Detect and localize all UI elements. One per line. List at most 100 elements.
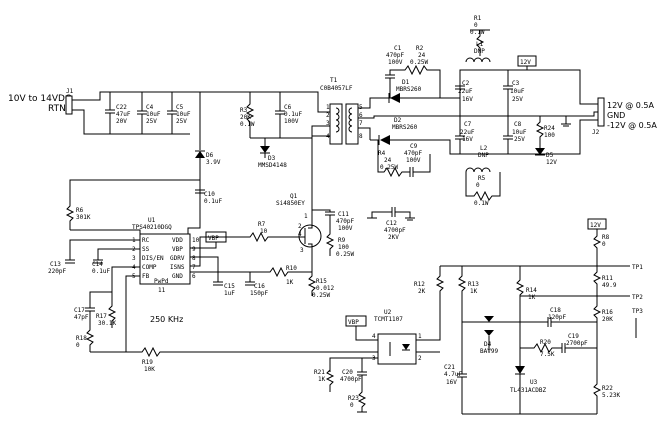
r4-rating: 0.25W [380, 164, 398, 171]
r2-value: 24 [418, 52, 426, 59]
wire [190, 256, 219, 282]
neg-out-wire [390, 119, 598, 155]
c3-value: 10uF [510, 88, 525, 95]
c16-ref: C16 [254, 283, 265, 290]
u1-pin-label: COMP [142, 264, 157, 271]
u2-part: TCMT1107 [374, 316, 403, 323]
vin-wire [72, 91, 330, 113]
wire [355, 326, 378, 341]
r3-value: 20K [240, 114, 251, 121]
rail-12v-right-label: 12V [590, 222, 601, 229]
c8-ref: C8 [514, 121, 522, 128]
c12-isolation: C12 4700pF 2KV [367, 207, 415, 241]
c1-value: 470pF [386, 52, 404, 59]
r24-value: 100 [544, 132, 555, 139]
d5-value: 12V [546, 159, 557, 166]
u2-pin: 4 [372, 333, 376, 340]
d6-ref: D6 [206, 152, 214, 159]
t1-primary [329, 103, 343, 145]
r23-value: 0 [350, 402, 354, 409]
t1-primary-coil [335, 107, 340, 133]
c22-value: 47uF [116, 111, 131, 118]
d6-diode [195, 151, 205, 158]
c9-value: 470pF [404, 150, 422, 157]
r2-ref: R2 [416, 45, 424, 52]
r8-resistor [593, 229, 602, 262]
t1-pin: 3 [326, 120, 330, 127]
q1-pin: 3 [300, 247, 304, 254]
c4-ref: C4 [146, 104, 154, 111]
c19-ref: C19 [568, 333, 579, 340]
q1-pin: 1 [304, 213, 308, 220]
r19-ref: R19 [142, 359, 153, 366]
d5-diode [535, 148, 545, 155]
r3-ref: R3 [240, 107, 248, 114]
d3-part: MMSD4148 [258, 162, 287, 169]
t1-pin: 2 [326, 112, 330, 119]
r21-ref: R21 [314, 369, 325, 376]
r17-value: 30.1K [98, 320, 116, 327]
r24-ref: R24 [544, 125, 555, 132]
r14-ref: R14 [526, 287, 537, 294]
u2-pin: 2 [418, 355, 422, 362]
u3-regulator [515, 366, 525, 374]
c5-rating: 25V [176, 118, 187, 125]
t1-pin: 6 [359, 112, 363, 119]
r10-value: 1K [286, 279, 294, 286]
compensation-section: C13 220pF C14 0.1uF C17 47pF R17 30.1K R… [48, 239, 440, 373]
r24-resistor [535, 116, 545, 142]
r19-resistor [126, 346, 440, 358]
u1-part: TPS40210DGQ [132, 224, 172, 231]
c9-rating: 100V [406, 157, 421, 164]
d1-diode [390, 93, 400, 103]
c2-value: 22uF [458, 88, 473, 95]
wire [329, 357, 378, 372]
d4-diode-a [484, 316, 494, 322]
c13-ref: C13 [50, 261, 61, 268]
r13-resistor [457, 266, 467, 368]
r20-ref: R20 [540, 339, 551, 346]
u3-ref: U3 [530, 379, 538, 386]
r22-value: 5.23K [602, 392, 620, 399]
u1-pin-label: GDRV [170, 255, 185, 262]
wire [520, 320, 549, 323]
r10-resistor [190, 266, 312, 278]
out-neg12v-label: -12V @ 0.5A [607, 121, 657, 130]
r7-resistor [190, 231, 300, 267]
r5-ref: R5 [478, 175, 486, 182]
r15-ref: R15 [316, 278, 327, 285]
c7-value: 22uF [460, 129, 475, 136]
j2-ref: J2 [592, 129, 600, 136]
c12-value: 4700pF [384, 227, 406, 234]
c5-ref: C5 [176, 104, 184, 111]
wire [395, 211, 411, 218]
out-gnd-label: GND [607, 111, 625, 120]
r17-ref: R17 [96, 313, 107, 320]
wire [371, 211, 392, 218]
vbp-tag-2-label: VBP [348, 319, 359, 326]
secondary-positive: 12V C1 470pF 100V R2 24 0.25W D1 MBRS260… [358, 15, 598, 116]
t1-pin: 7 [359, 120, 363, 127]
r17-resistor [107, 292, 117, 328]
c2-ref: C2 [462, 80, 470, 87]
u1-ref: U1 [148, 217, 156, 224]
vbp-tag-label: VBP [208, 235, 219, 242]
r21-value: 1K [318, 376, 326, 383]
wire [69, 239, 140, 260]
c18-value: 120pF [548, 314, 566, 321]
d3-ref: D3 [268, 155, 276, 162]
r10-ref: R10 [286, 265, 297, 272]
l2-value: DNP [478, 152, 489, 159]
c10-value: 0.1uF [204, 198, 222, 205]
q1-part: Si4850EY [276, 200, 305, 207]
wire [358, 127, 371, 140]
u1-pin-number: 11 [158, 287, 166, 294]
u2-led [402, 344, 410, 350]
c15-ref: C15 [224, 283, 235, 290]
j2-connector [597, 97, 605, 127]
wire [312, 209, 331, 212]
d2-part: MBRS260 [392, 124, 418, 131]
input-section: 10V to 14VDC RTN J1 C22 47uF 20V C4 10uF… [8, 88, 330, 135]
u1-pad-label: PwPd [154, 278, 169, 285]
